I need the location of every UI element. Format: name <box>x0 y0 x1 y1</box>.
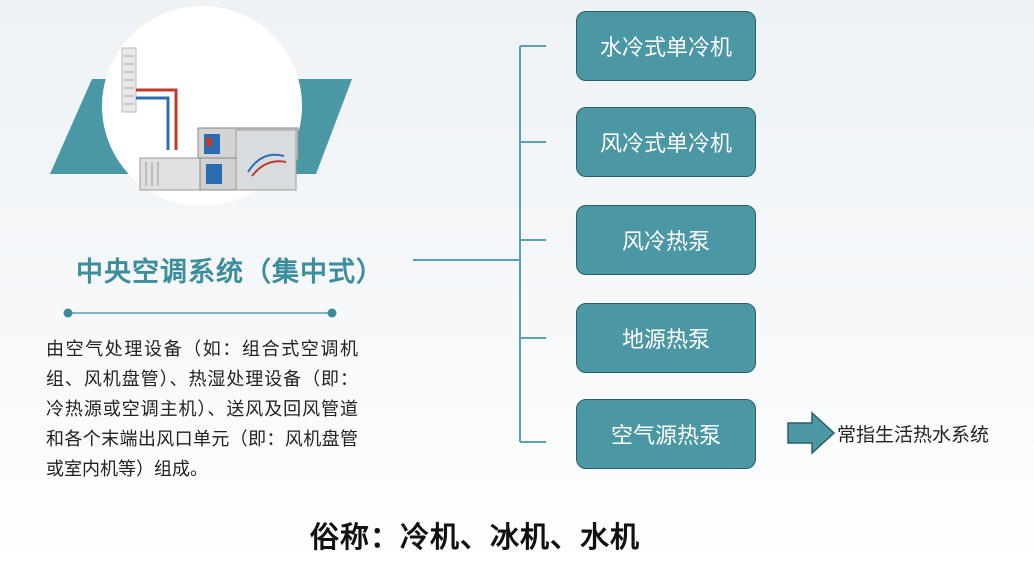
red-pipe <box>136 88 178 150</box>
description-text: 由空气处理设备（如：组合式空调机组、风机盘管）、热湿处理设备（即：冷热源或空调主… <box>46 339 358 480</box>
title-underline <box>63 308 337 318</box>
ahu-lower <box>139 129 297 191</box>
common-names-text: 俗称：冷机、冰机、水机 <box>310 520 641 554</box>
blue-pipe <box>136 96 170 150</box>
page-title: 中央空调系统（集中式） <box>76 257 384 288</box>
category-box-ground-source: 地源热泵 <box>576 303 756 373</box>
ahu-illustration <box>50 6 352 206</box>
category-box-air-heat-pump: 风冷热泵 <box>576 205 756 275</box>
category-box-air-source: 空气源热泵 <box>576 399 756 469</box>
category-box-air-cooled: 风冷式单冷机 <box>576 107 756 177</box>
hot-water-note: 常指生活热水系统 <box>837 424 990 446</box>
right-arrow-icon <box>787 411 836 455</box>
category-box-water-cooled: 水冷式单冷机 <box>576 11 756 81</box>
outdoor-unit <box>121 47 137 113</box>
